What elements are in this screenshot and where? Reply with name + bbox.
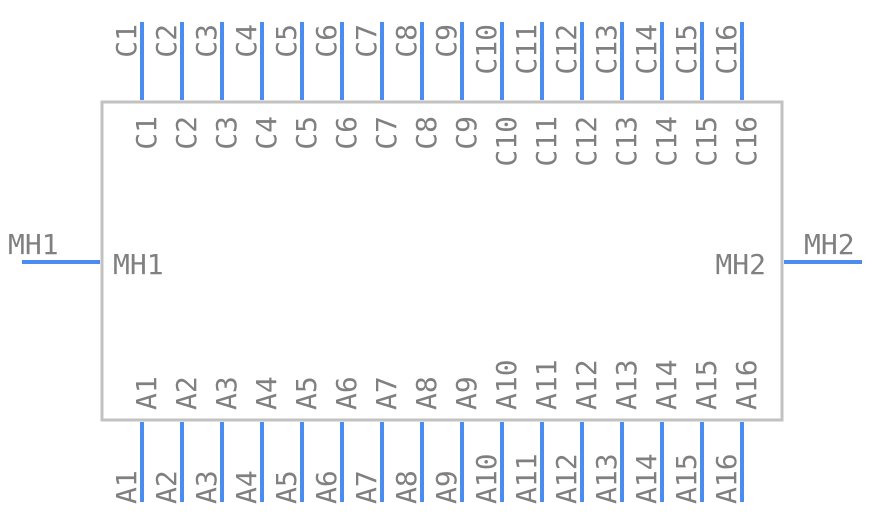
bottom-pin-inner-label: A10: [490, 359, 523, 410]
bottom-pin-outer-label: A4: [230, 470, 263, 504]
top-pin-inner-label: C12: [570, 116, 603, 167]
top-pin-inner-label: C5: [290, 116, 323, 150]
bottom-pin-inner-label: A15: [690, 359, 723, 410]
top-pin-outer-label: C9: [430, 24, 463, 58]
top-pin-inner-label: C2: [170, 116, 203, 150]
bottom-pin-outer-label: A9: [430, 470, 463, 504]
top-pin-outer-label: C12: [550, 24, 583, 75]
right-pin-inner-label: MH2: [715, 248, 766, 281]
bottom-pin-outer-label: A10: [470, 453, 503, 504]
bottom-pin-outer-label: A2: [150, 470, 183, 504]
top-pin-inner-label: C3: [210, 116, 243, 150]
bottom-pin-inner-label: A4: [250, 376, 283, 410]
top-pin-inner-label: C14: [650, 116, 683, 167]
top-pin-inner-label: C13: [610, 116, 643, 167]
bottom-pin-inner-label: A7: [370, 376, 403, 410]
top-pin-inner-label: C9: [450, 116, 483, 150]
bottom-pin-inner-label: A11: [530, 359, 563, 410]
bottom-pin-outer-label: A14: [630, 453, 663, 504]
bottom-pin-outer-label: A8: [390, 470, 423, 504]
top-pin-inner-label: C7: [370, 116, 403, 150]
bottom-pin-outer-label: A15: [670, 453, 703, 504]
top-pin-inner-label: C16: [730, 116, 763, 167]
top-pin-inner-label: C15: [690, 116, 723, 167]
bottom-pin-outer-label: A12: [550, 453, 583, 504]
top-pin-group: C1C1C2C2C3C3C4C4C5C5C6C6C7C7C8C8C9C9C10C…: [110, 22, 763, 167]
bottom-pin-inner-label: A1: [130, 376, 163, 410]
bottom-pin-inner-label: A13: [610, 359, 643, 410]
top-pin-outer-label: C2: [150, 24, 183, 58]
right-pin-outer-label: MH2: [804, 228, 855, 261]
left-pin-inner-label: MH1: [113, 248, 164, 281]
bottom-pin-inner-label: A9: [450, 376, 483, 410]
bottom-pin-outer-label: A13: [590, 453, 623, 504]
top-pin-outer-label: C6: [310, 24, 343, 58]
bottom-pin-inner-label: A8: [410, 376, 443, 410]
bottom-pin-inner-label: A12: [570, 359, 603, 410]
bottom-pin-outer-label: A1: [110, 470, 143, 504]
bottom-pin-inner-label: A6: [330, 376, 363, 410]
left-pin-outer-label: MH1: [8, 228, 59, 261]
top-pin-inner-label: C6: [330, 116, 363, 150]
bottom-pin-outer-label: A11: [510, 453, 543, 504]
top-pin-outer-label: C13: [590, 24, 623, 75]
top-pin-outer-label: C11: [510, 24, 543, 75]
bottom-pin-outer-label: A5: [270, 470, 303, 504]
bottom-pin-outer-label: A7: [350, 470, 383, 504]
bottom-pin-inner-label: A16: [730, 359, 763, 410]
top-pin-inner-label: C1: [130, 116, 163, 150]
top-pin-outer-label: C7: [350, 24, 383, 58]
bottom-pin-group: A1A1A2A2A3A3A4A4A5A5A6A6A7A7A8A8A9A9A10A…: [110, 359, 763, 504]
bottom-pin-outer-label: A3: [190, 470, 223, 504]
top-pin-inner-label: C10: [490, 116, 523, 167]
top-pin-inner-label: C11: [530, 116, 563, 167]
bottom-pin-inner-label: A2: [170, 376, 203, 410]
top-pin-outer-label: C1: [110, 24, 143, 58]
component-body: [100, 100, 784, 422]
bottom-pin-outer-label: A16: [710, 453, 743, 504]
top-pin-outer-label: C16: [710, 24, 743, 75]
bottom-pin-inner-label: A3: [210, 376, 243, 410]
top-pin-inner-label: C4: [250, 116, 283, 150]
bottom-pin-outer-label: A6: [310, 470, 343, 504]
bottom-pin-inner-label: A14: [650, 359, 683, 410]
bottom-pin-inner-label: A5: [290, 376, 323, 410]
top-pin-outer-label: C3: [190, 24, 223, 58]
top-pin-outer-label: C10: [470, 24, 503, 75]
top-pin-outer-label: C8: [390, 24, 423, 58]
top-pin-outer-label: C15: [670, 24, 703, 75]
top-pin-inner-label: C8: [410, 116, 443, 150]
top-pin-outer-label: C4: [230, 24, 263, 58]
top-pin-outer-label: C5: [270, 24, 303, 58]
top-pin-outer-label: C14: [630, 24, 663, 75]
